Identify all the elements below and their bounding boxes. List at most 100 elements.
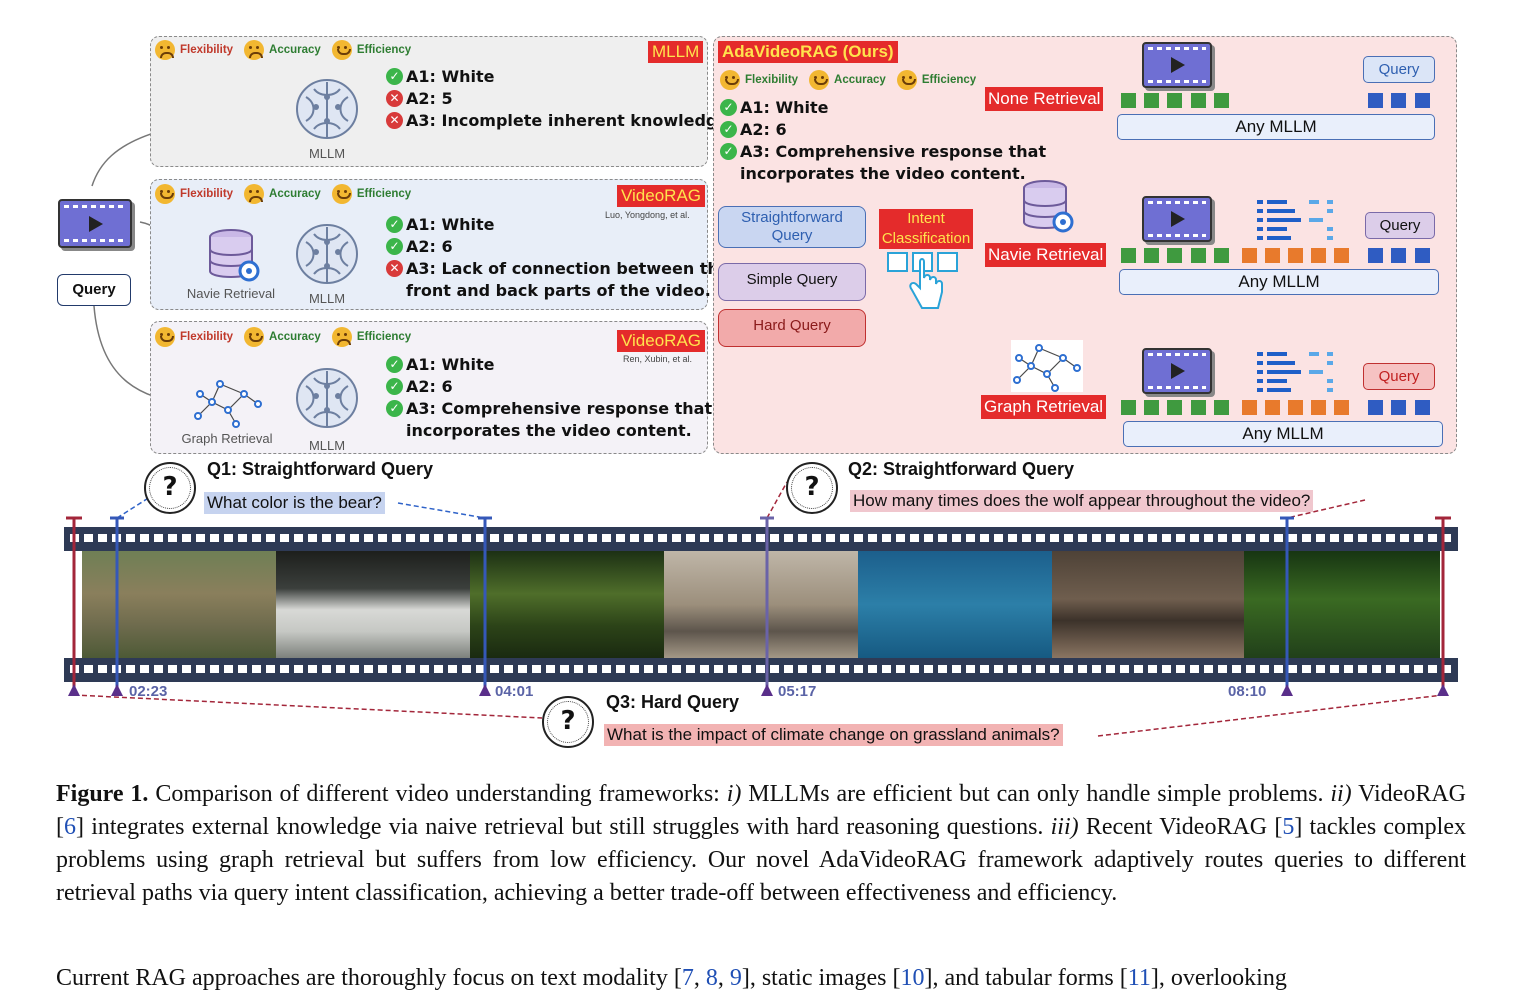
q3-text: What is the impact of climate change on … [604,724,1063,746]
caption-label: Figure 1. [56,781,149,807]
happy-face-icon [809,70,830,90]
naive-retrieval-label: Navie Retrieval [186,286,276,301]
graph-retrieval-label: Graph Retrieval [181,431,273,446]
answer-row: incorporates the video content. [406,421,692,440]
check-icon: ✓ [386,356,403,373]
timestamp: 05:17 [778,683,817,700]
q1-heading: Q1: Straightforward Query [207,459,434,479]
input-video-icon [58,199,132,248]
q1-text: What color is the bear? [204,492,385,514]
citation-link[interactable]: 7 [681,965,694,991]
citation-luo: Luo, Yongdong, et al. [605,210,690,220]
answer-row: incorporates the video content. [740,164,1026,183]
video-frame-lizard [664,551,858,658]
happy-face-icon [896,70,917,90]
citation-link[interactable]: 10 [900,965,925,991]
answer-row: ✕A3: Lack of connection between the [386,258,730,280]
answer-row: ✕A2: 5 [386,88,728,110]
any-mllm-bar-route3: Any MLLM [1123,421,1443,447]
video-frame-bear [276,551,470,658]
answer-row: ✓A1: White [386,66,728,88]
video-frame-forest [470,551,664,658]
happy-face-icon [244,327,265,347]
timestamp: 02:23 [129,683,168,700]
query-type-straightforward: Straightforward Query [718,206,866,248]
metrics-row-videorag-naive: Flexibility Accuracy Efficiency [155,184,417,204]
cross-icon: ✕ [386,260,403,277]
video-frame-ocean [858,551,1052,658]
answer-row: ✓A3: Comprehensive response that [386,398,712,420]
metrics-row-ada: Flexibility Accuracy Efficiency [720,70,982,90]
brain-icon [296,224,358,284]
check-icon: ✓ [386,216,403,233]
citation-link[interactable]: 5 [1282,814,1295,840]
citation-link[interactable]: 11 [1127,965,1151,991]
query-box-route3: Query [1363,363,1435,390]
answer-row: ✓A2: 6 [386,376,712,398]
figure-caption: Figure 1. Comparison of different video … [56,781,1467,906]
metrics-row-mllm: Flexibility Accuracy Efficiency [155,40,417,60]
any-mllm-bar-route2: Any MLLM [1119,269,1439,295]
answers-videorag-naive: ✓A1: White ✓A2: 6 ✕A3: Lack of connectio… [386,214,730,302]
citation-link[interactable]: 8 [705,965,718,991]
text-lines-icon [1257,200,1333,240]
tag-videorag-naive: VideoRAG [617,185,706,207]
film-strip-bottom [64,658,1458,682]
check-icon: ✓ [720,121,737,138]
answers-mllm: ✓A1: White ✕A2: 5 ✕A3: Incomplete inhere… [386,66,728,132]
tag-mllm: MLLM [648,41,704,63]
q2-heading: Q2: Straightforward Query [848,459,1075,479]
database-icon [1023,180,1074,233]
citation-link[interactable]: 9 [729,965,742,991]
tag-videorag-graph: VideoRAG [617,330,706,352]
query-input-box: Query [57,274,131,306]
check-icon: ✓ [386,238,403,255]
answers-videorag-graph: ✓A1: White ✓A2: 6 ✓A3: Comprehensive res… [386,354,712,442]
q2-text: How many times does the wolf appear thro… [850,490,1314,512]
sad-face-icon [155,40,175,60]
check-icon: ✓ [386,378,403,395]
query-type-hard: Hard Query [718,309,866,347]
video-frame-plant [1244,551,1440,658]
happy-face-icon [331,184,352,204]
happy-face-icon [155,184,175,204]
route-naive-retrieval: Navie Retrieval [985,243,1107,267]
hand-pointer-icon [887,252,958,309]
answer-row: ✓A1: White [720,97,1046,119]
video-icon [1142,348,1212,394]
query-box-route2: Query [1365,212,1435,239]
token-row-route3 [1121,400,1433,416]
brain-label: MLLM [308,291,346,306]
check-icon: ✓ [720,143,737,160]
any-mllm-bar-route1: Any MLLM [1117,114,1435,140]
database-icon [209,229,260,282]
citation-link[interactable]: 6 [64,814,76,840]
graph-icon [194,380,262,428]
timeline-markers [66,516,1451,696]
text-lines-icon [1257,352,1333,392]
answer-row: ✕A3: Incomplete inherent knowledge [386,110,728,132]
citation-ren: Ren, Xubin, et al. [623,354,693,364]
panel-mllm [150,36,708,167]
token-row-route1 [1121,93,1433,109]
answer-row: ✓A1: White [386,214,730,236]
q3-heading: Q3: Hard Query [606,692,740,712]
video-icon [1142,42,1212,88]
body-text-next: Current RAG approaches are thoroughly fo… [56,965,1287,991]
sad-face-icon [244,40,265,60]
brain-label: MLLM [308,146,346,161]
answers-ada: ✓A1: White ✓A2: 6 ✓A3: Comprehensive res… [720,97,1046,185]
query-type-simple: Simple Query [718,263,866,301]
answer-row: ✓A1: White [386,354,712,376]
brain-icon [296,79,358,139]
cross-icon: ✕ [386,112,403,129]
sad-face-icon [244,184,265,204]
question-mark-icon: ? [542,696,594,748]
cross-icon: ✕ [386,90,403,107]
check-icon: ✓ [386,400,403,417]
answer-row: front and back parts of the video. [406,281,711,300]
answer-row: ✓A3: Comprehensive response that [720,141,1046,163]
check-icon: ✓ [386,68,403,85]
panel-videorag-graph [150,321,708,454]
intent-classification-label: Intent Classification [879,209,973,249]
